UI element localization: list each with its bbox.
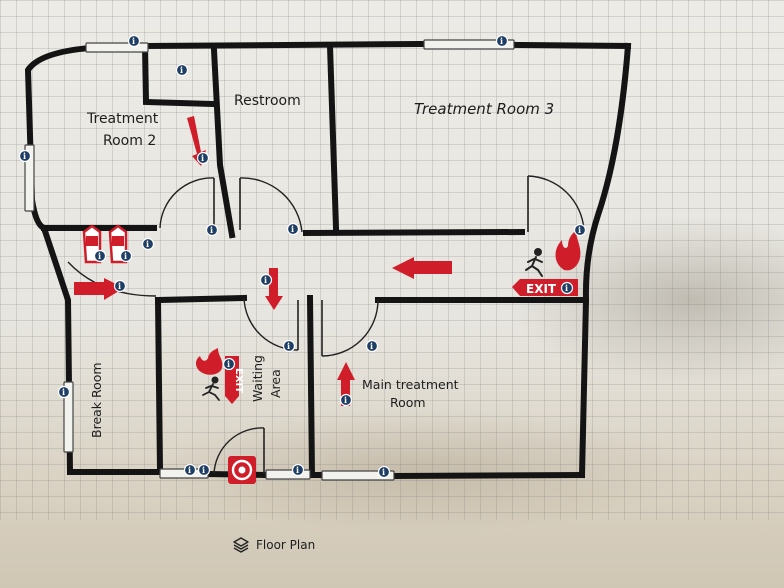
corridor-upper-wall — [41, 225, 526, 237]
window-top-right — [423, 39, 515, 50]
label-treatment-room-2-l1: Treatment — [86, 111, 159, 127]
label-main-treatment-l1: Main treatment — [362, 377, 459, 392]
info-icon[interactable]: i — [196, 151, 210, 165]
label-break-room: Break Room — [89, 362, 104, 438]
svg-text:i: i — [188, 465, 191, 475]
info-icon[interactable]: i — [291, 463, 305, 477]
info-markers: i i i i i i i i i i i i i i i i i i i i … — [18, 34, 587, 479]
closet-wall — [141, 42, 218, 108]
svg-text:i: i — [23, 151, 26, 161]
info-icon[interactable]: i — [18, 149, 32, 163]
layers-icon — [233, 537, 249, 553]
info-icon[interactable]: i — [205, 223, 219, 237]
info-icon[interactable]: i — [93, 249, 107, 263]
info-icon[interactable]: i — [119, 249, 133, 263]
exit-sign-waiting: EXIT — [195, 348, 244, 404]
exit-label: EXIT — [526, 282, 557, 296]
arrow-up-icon — [337, 362, 355, 406]
info-icon[interactable]: i — [282, 339, 296, 353]
svg-text:i: i — [98, 251, 101, 261]
outer-wall-top — [86, 40, 632, 52]
window-bottom-main — [321, 470, 395, 481]
info-icon[interactable]: i — [183, 463, 197, 477]
running-person-icon — [202, 376, 220, 401]
info-icon[interactable]: i — [573, 223, 587, 237]
svg-text:i: i — [62, 387, 65, 397]
door-entrance — [213, 427, 265, 475]
tr2-restroom-wall — [210, 46, 236, 239]
floor-plan-layer-toggle[interactable]: Floor Plan — [232, 532, 315, 558]
svg-text:i: i — [500, 36, 503, 46]
info-icon[interactable]: i — [560, 281, 574, 295]
label-treatment-room-2-l2: Room 2 — [103, 133, 156, 149]
info-icon[interactable]: i — [339, 393, 353, 407]
svg-text:i: i — [202, 465, 205, 475]
svg-text:i: i — [370, 341, 373, 351]
label-restroom: Restroom — [234, 93, 301, 109]
info-icon[interactable]: i — [127, 34, 141, 48]
svg-text:i: i — [118, 281, 121, 291]
door-main-treatment — [321, 299, 379, 357]
door-treatment-room-2 — [159, 177, 215, 229]
doors — [67, 175, 585, 475]
arrow-right-icon — [74, 278, 124, 300]
info-icon[interactable]: i — [259, 273, 273, 287]
svg-text:i: i — [201, 153, 204, 163]
info-icon[interactable]: i — [141, 237, 155, 251]
flame-icon — [195, 348, 223, 375]
waiting-main-wall — [306, 294, 316, 479]
outer-wall-left — [24, 44, 94, 476]
info-icon[interactable]: i — [377, 465, 391, 479]
svg-text:i: i — [210, 225, 213, 235]
svg-text:i: i — [124, 251, 127, 261]
exit-sign-corridor: EXIT — [512, 230, 581, 296]
label-treatment-room-3: Treatment Room 3 — [414, 100, 554, 118]
corridor-lower-wall — [154, 294, 589, 304]
info-icon[interactable]: i — [113, 279, 127, 293]
flame-icon — [555, 230, 581, 271]
door-treatment-room-3 — [527, 175, 585, 232]
floor-plan-label: Floor Plan — [256, 538, 316, 552]
info-icon[interactable]: i — [197, 463, 211, 477]
svg-text:i: i — [146, 239, 149, 249]
room-labels: Treatment Room 2 Restroom Treatment Room… — [86, 93, 554, 438]
info-icon[interactable]: i — [222, 357, 236, 371]
grid-paper — [0, 0, 784, 520]
svg-text:i: i — [132, 36, 135, 46]
fire-alarm-icon — [228, 456, 256, 484]
break-waiting-wall — [154, 296, 164, 474]
window-break-room — [63, 381, 74, 453]
label-main-treatment-l2: Room — [390, 395, 426, 410]
info-icon[interactable]: i — [175, 63, 189, 77]
outer-wall-right — [578, 42, 632, 479]
label-waiting-area-l2: Area — [268, 369, 283, 398]
svg-text:i: i — [180, 65, 183, 75]
svg-text:i: i — [578, 225, 581, 235]
door-restroom — [239, 177, 303, 233]
arrow-left-icon — [392, 257, 452, 279]
svg-text:i: i — [344, 395, 347, 405]
svg-text:i: i — [227, 359, 230, 369]
exit-label: EXIT — [233, 368, 244, 393]
info-icon[interactable]: i — [286, 222, 300, 236]
restroom-tr3-wall — [326, 42, 340, 232]
svg-text:i: i — [291, 224, 294, 234]
svg-text:i: i — [565, 283, 568, 293]
svg-text:i: i — [264, 275, 267, 285]
label-waiting-area-l1: Waiting — [250, 355, 265, 402]
info-icon[interactable]: i — [365, 339, 379, 353]
info-icon[interactable]: i — [495, 34, 509, 48]
svg-text:i: i — [287, 341, 290, 351]
info-icon[interactable]: i — [57, 385, 71, 399]
svg-text:i: i — [382, 467, 385, 477]
running-person-icon — [525, 248, 543, 277]
svg-text:i: i — [296, 465, 299, 475]
